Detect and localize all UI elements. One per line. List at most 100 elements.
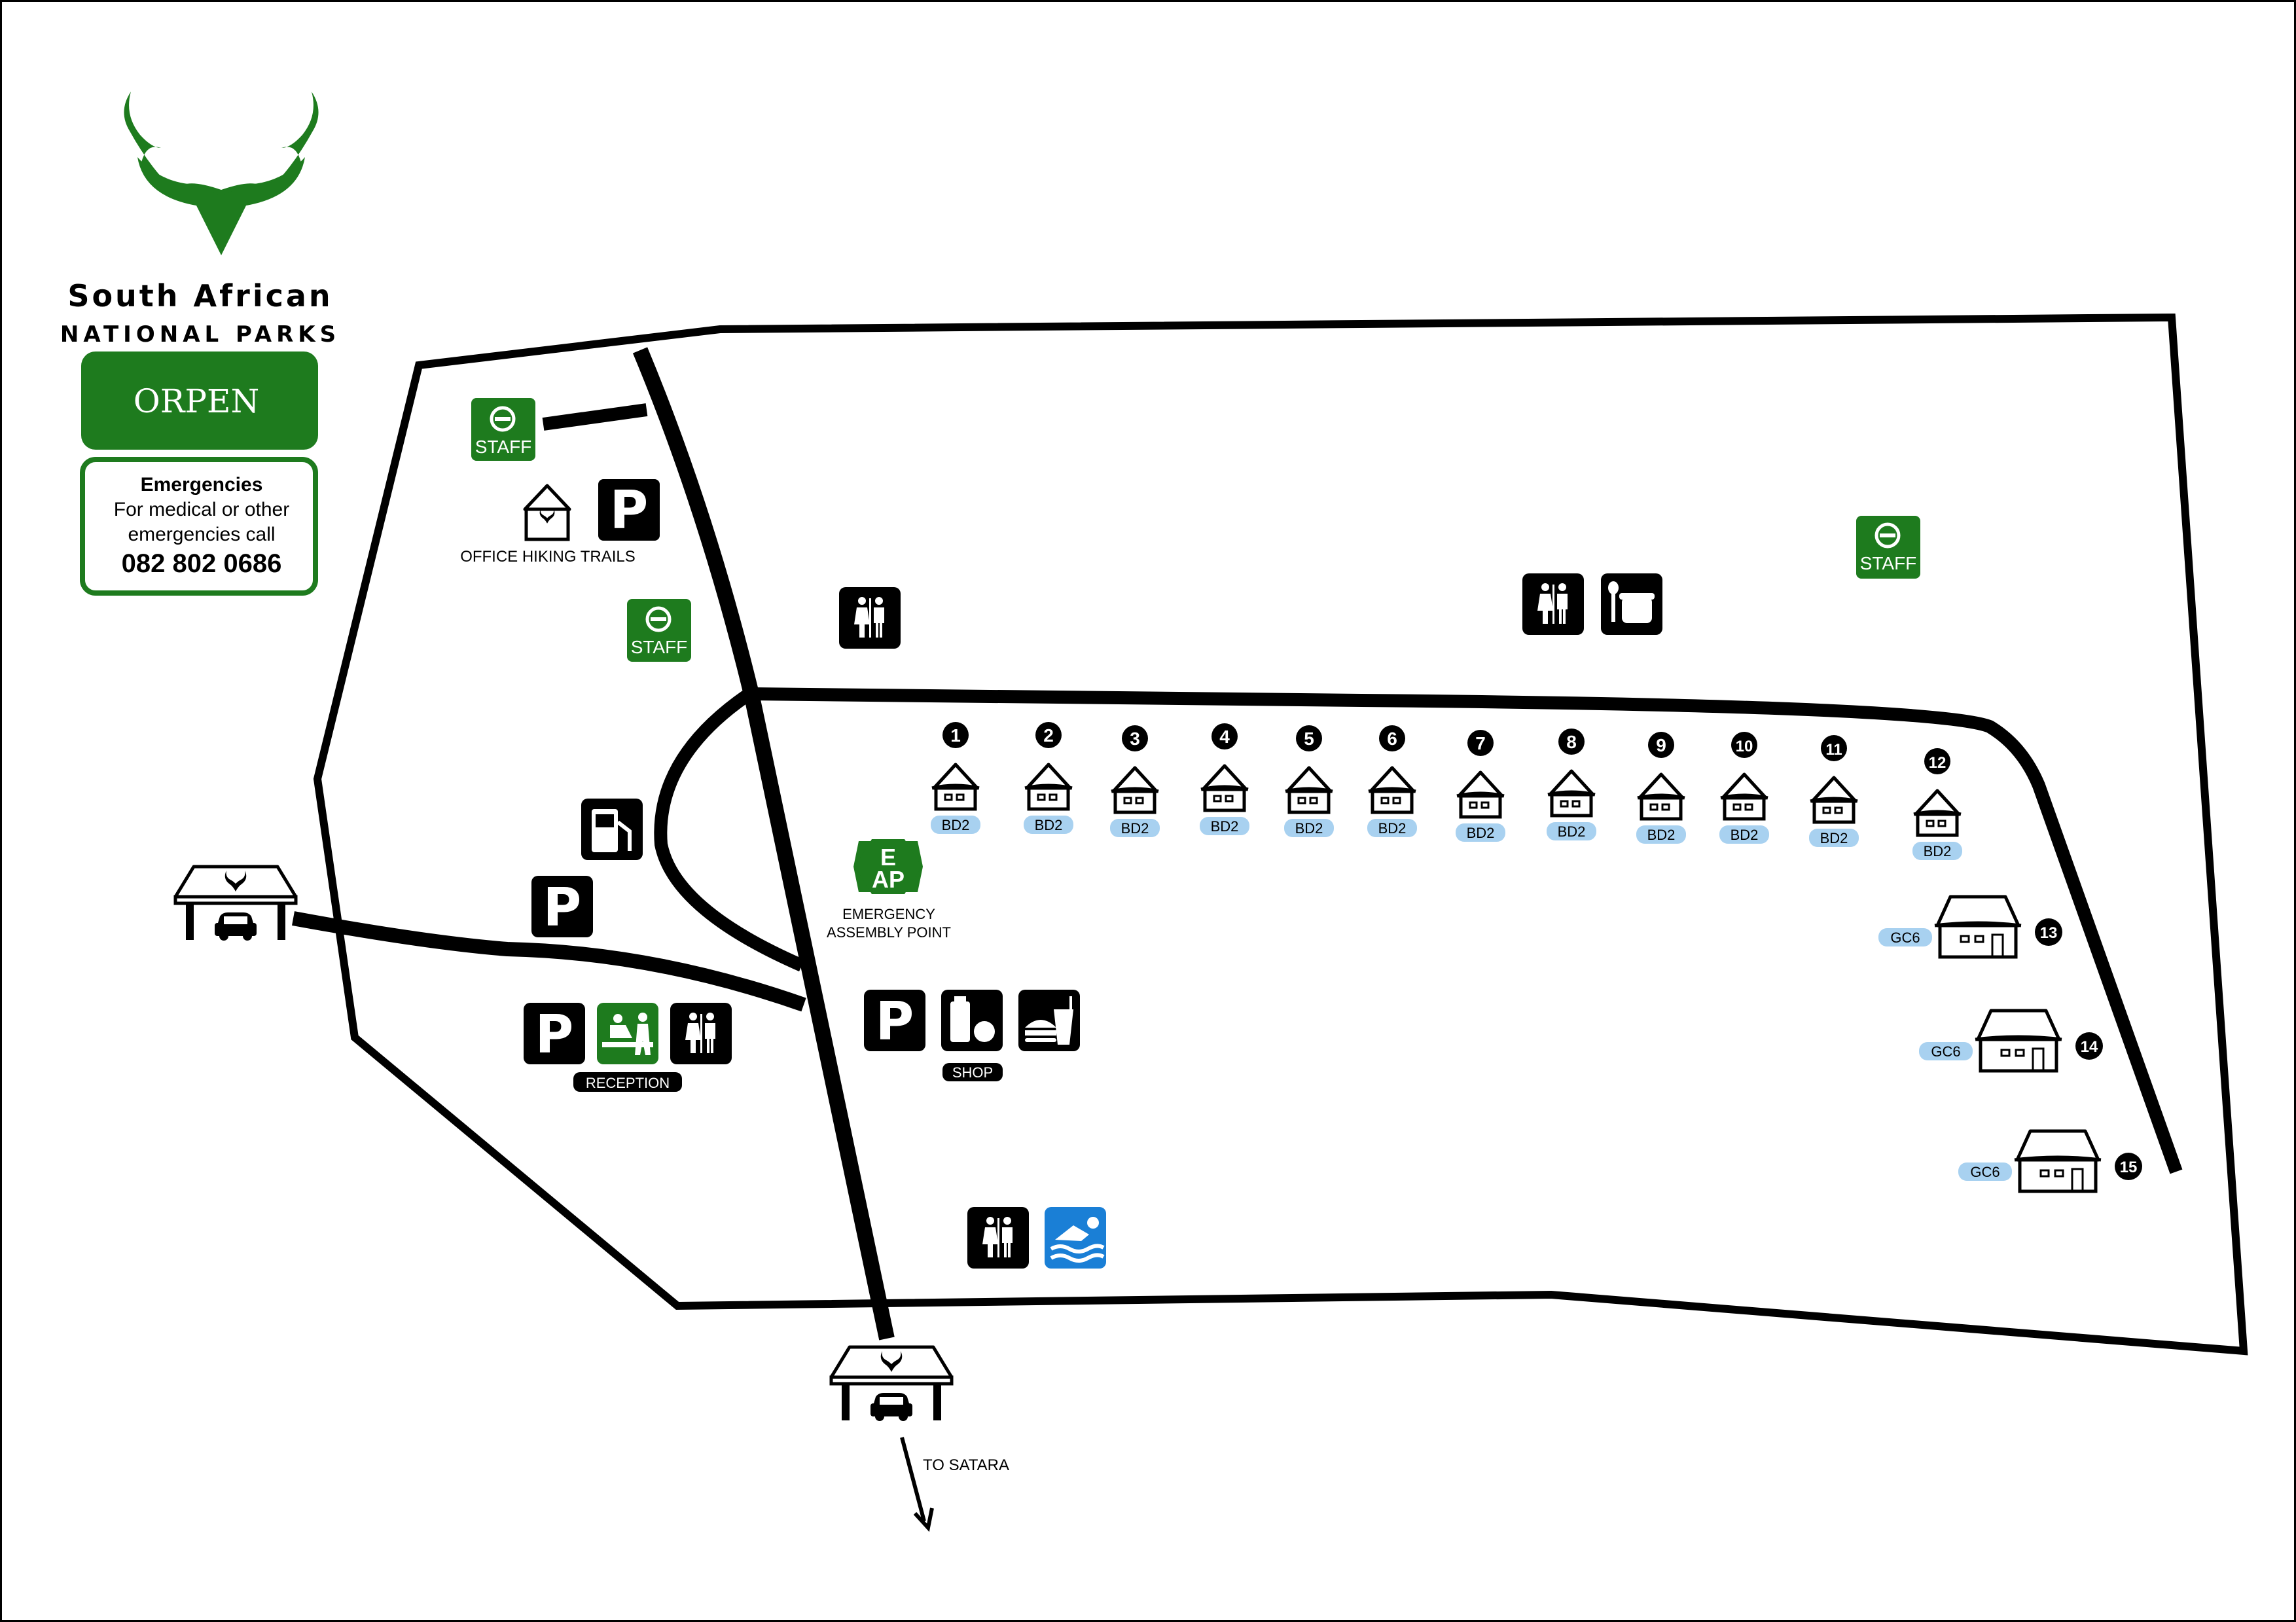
- hut-type-tag: [1809, 829, 1859, 847]
- huts-layer: 1BD22BD23BD24BD25BD26BD27BD28BD29BD210BD…: [931, 722, 1962, 860]
- hut-type-label: BD2: [1378, 820, 1407, 837]
- gate-icon: [175, 867, 296, 941]
- emergency-title: Emergencies: [141, 474, 263, 496]
- hut-number: 5: [1304, 729, 1314, 749]
- hut-type-tag: [1456, 823, 1505, 842]
- fuel-station: [581, 799, 643, 860]
- hut-number-badge: [1296, 725, 1322, 751]
- emergency-phone: 082 802 0686: [122, 549, 282, 578]
- hut-number-badge: [1821, 735, 1847, 761]
- cottage-type-label: GC6: [1970, 1164, 2000, 1180]
- hut-type-tag: [1284, 819, 1334, 837]
- camp-boundary: [313, 313, 2248, 1356]
- parking-entrance: P: [531, 876, 593, 938]
- staff-sign-1: STAFF: [471, 398, 535, 461]
- hut-loop-road: [749, 687, 2183, 1174]
- cottage-icon: [1975, 1011, 2062, 1071]
- hut-type-label: BD2: [1558, 823, 1586, 840]
- toilets-kitchen-north-east: [1522, 573, 1662, 635]
- hut-number-badge: [1211, 723, 1238, 749]
- hut-type-label: BD2: [1295, 820, 1323, 837]
- staff-road: [542, 403, 648, 431]
- toilets-north: [839, 587, 901, 649]
- hut-number-badge: [1467, 730, 1494, 756]
- svg-text:STAFF: STAFF: [475, 437, 532, 457]
- reception-label-bg: [573, 1072, 682, 1092]
- shop-label-bg: [942, 1063, 1003, 1081]
- hut-type-label: BD2: [1647, 827, 1676, 843]
- hut-type-tag: [931, 816, 980, 834]
- svg-text:STAFF: STAFF: [631, 637, 688, 657]
- emergency-line1: For medical or other: [114, 499, 289, 520]
- hut-type-tag: [1636, 825, 1686, 844]
- parking-icon: [531, 876, 593, 937]
- hut-number-badge: [1035, 722, 1062, 748]
- entrance-road: [292, 911, 806, 1012]
- staff-no-entry-icon: [645, 606, 672, 632]
- cottage-number-badge: [2035, 918, 2062, 946]
- cottage-type-tag: [1958, 1162, 2012, 1181]
- hut-number: 6: [1387, 729, 1397, 749]
- cottage-type-tag: [1878, 928, 1932, 946]
- hut-type-tag: [1547, 822, 1596, 840]
- cottage-number: 15: [2120, 1159, 2138, 1176]
- eap-sign: E AP EMERGENCY ASSEMBLY POINT: [827, 839, 951, 941]
- hut-type-label: BD2: [1467, 825, 1495, 841]
- hut-number-badge: [1558, 729, 1585, 755]
- brand-line2: NATIONAL PARKS: [60, 321, 340, 348]
- brand-line1: South African: [67, 278, 332, 314]
- staff-sign-3: STAFF: [1856, 516, 1920, 579]
- hut-type-label: BD2: [1731, 827, 1759, 843]
- svg-text:EMERGENCY: EMERGENCY: [842, 906, 935, 922]
- cottage-type-label: GC6: [1931, 1043, 1960, 1060]
- shop-area: P SHOP: [864, 990, 1080, 1081]
- exit-gate-south: TO SATARA: [831, 1347, 1009, 1532]
- emergency-box: [80, 457, 318, 596]
- hut-type-tag: [1719, 825, 1769, 844]
- cottage-icon: [2015, 1131, 2101, 1191]
- hut-number-badge: [1379, 725, 1405, 751]
- hut-number: 4: [1219, 727, 1230, 747]
- staff-no-entry-icon: [1874, 522, 1901, 549]
- office-icon: [524, 507, 570, 541]
- hut-number-badge: [1648, 732, 1674, 758]
- hut-number: 7: [1475, 733, 1486, 753]
- camp-name: ORPEN: [134, 382, 260, 420]
- office-hiking-trails: P OFFICE HIKING TRAILS: [460, 479, 660, 566]
- staff-sign-2: STAFF: [627, 599, 691, 662]
- svg-text:P: P: [876, 991, 914, 1052]
- parking-icon: [524, 1003, 585, 1064]
- hut-type-tag: [1912, 842, 1962, 860]
- hut-number: 8: [1566, 732, 1577, 752]
- hut-number: 12: [1929, 754, 1946, 772]
- emergency-assembly-point-icon: [855, 839, 922, 894]
- to-satara-label: TO SATARA: [923, 1456, 1009, 1474]
- svg-text:AP: AP: [872, 866, 905, 893]
- cottage-number-badge: [2115, 1153, 2142, 1180]
- hut-number: 10: [1736, 738, 1753, 755]
- main-road: [632, 347, 895, 1341]
- svg-text:STAFF: STAFF: [1860, 553, 1917, 573]
- hut-number: 1: [950, 725, 961, 746]
- hut-number: 9: [1656, 735, 1666, 755]
- cottage-number-badge: [2075, 1032, 2103, 1060]
- parking-icon: [864, 990, 925, 1051]
- hut-type-tag: [1110, 819, 1160, 837]
- hut-type-label: BD2: [1820, 830, 1848, 846]
- svg-text:P: P: [543, 877, 582, 938]
- cottage-number: 14: [2081, 1038, 2098, 1056]
- hut-number-badge: [1731, 732, 1757, 758]
- hut-number-badge: [1122, 725, 1148, 751]
